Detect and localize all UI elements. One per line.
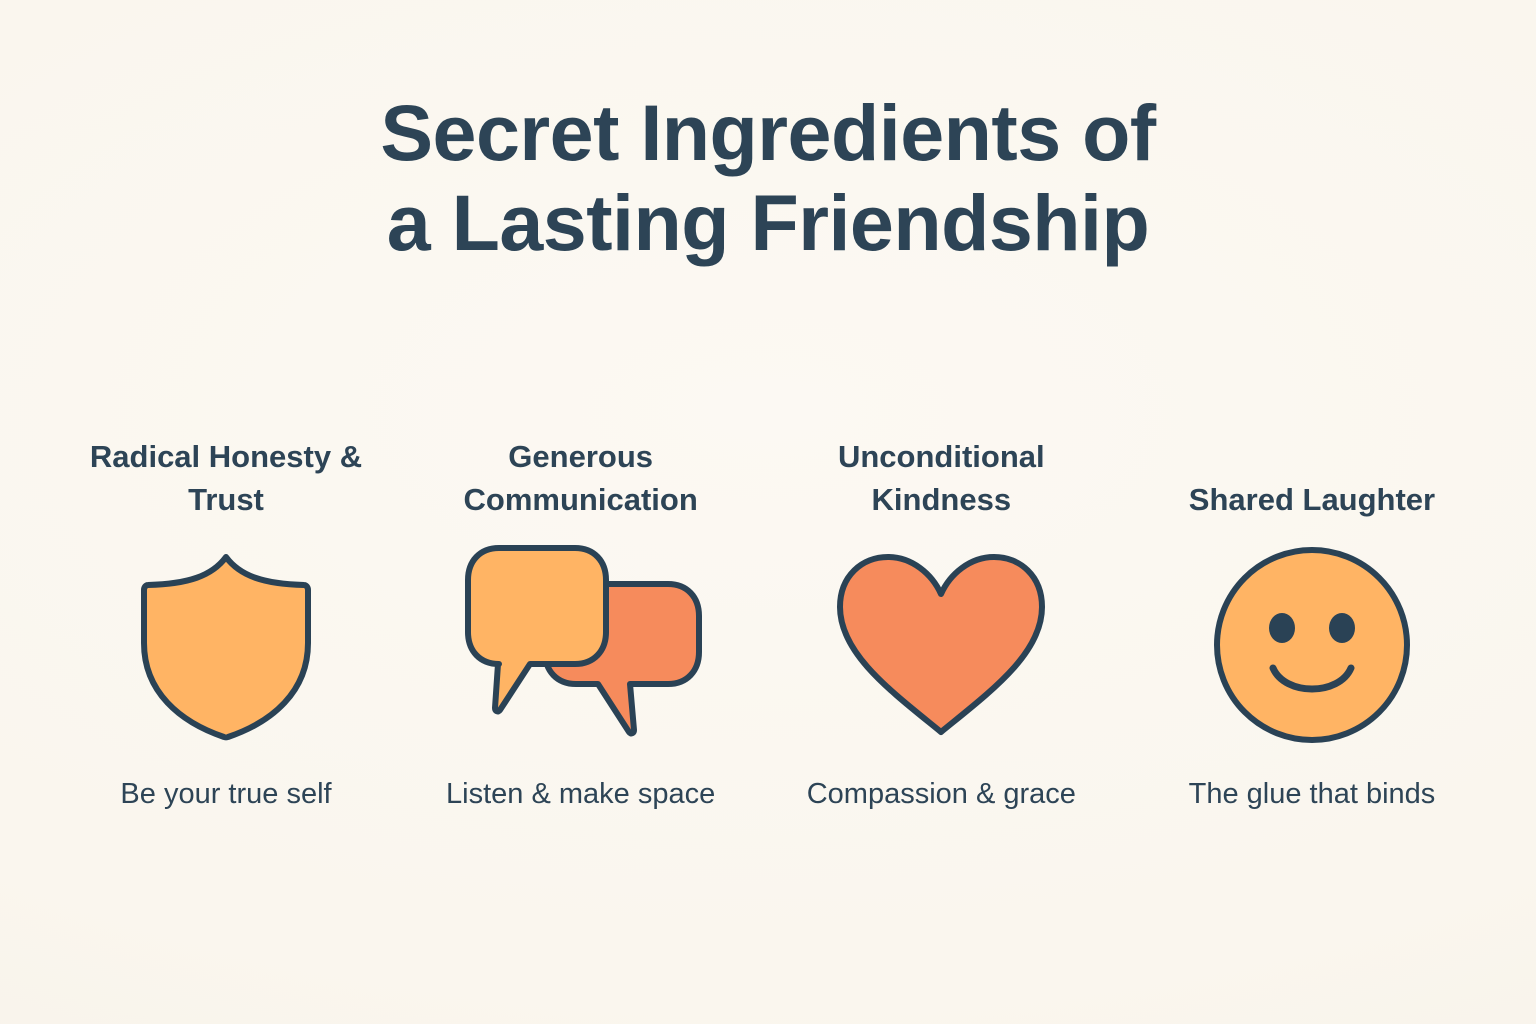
- heart-icon: [771, 540, 1111, 750]
- column-caption-communication: Listen & make space: [446, 778, 716, 810]
- shield-icon: [56, 540, 396, 750]
- column-heading-text: Unconditional Kindness: [837, 439, 1045, 518]
- column-heading-communication: Generous Communication: [411, 398, 751, 522]
- smiley-left-eye: [1268, 613, 1295, 643]
- smiley-right-eye: [1328, 613, 1355, 643]
- ingredient-column-communication: Generous Communication Listen & make spa…: [411, 398, 751, 815]
- column-heading-kindness: Unconditional Kindness: [771, 398, 1111, 522]
- column-caption-laughter: The glue that binds: [1188, 778, 1436, 810]
- page-title: Secret Ingredients of a Lasting Friendsh…: [0, 88, 1536, 268]
- title-line-1: Secret Ingredients of: [380, 88, 1156, 177]
- column-heading-text: Generous Communication: [463, 439, 698, 518]
- column-caption-kindness: Compassion & grace: [806, 778, 1076, 810]
- ingredient-column-kindness: Unconditional Kindness Compassion & grac…: [771, 398, 1111, 815]
- ingredient-columns: Radical Honesty & Trust Be your true sel…: [60, 398, 1476, 868]
- smiley-face-circle: [1213, 547, 1410, 743]
- column-heading-laughter: Shared Laughter: [1142, 398, 1482, 522]
- speech-bubbles-icon: [411, 540, 751, 750]
- column-heading-honesty: Radical Honesty & Trust: [56, 398, 396, 522]
- column-caption-honesty: Be your true self: [120, 778, 332, 810]
- smiley-mouth: [1269, 664, 1355, 693]
- title-line-2: a Lasting Friendship: [386, 178, 1150, 268]
- speech-bubble-front: [464, 545, 609, 715]
- column-heading-text: Radical Honesty & Trust: [89, 439, 363, 518]
- smiley-face-icon: [1142, 540, 1482, 750]
- ingredient-column-honesty: Radical Honesty & Trust Be your true sel…: [56, 398, 396, 815]
- column-heading-text: Shared Laughter: [1188, 482, 1436, 518]
- ingredient-column-laughter: Shared Laughter The glue that binds: [1142, 398, 1482, 815]
